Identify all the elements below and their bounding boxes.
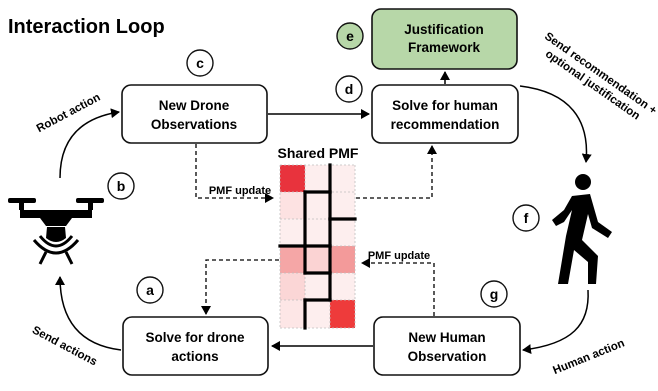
justification-framework-box: Justification Framework: [371, 8, 518, 70]
drone-icon: [8, 198, 104, 265]
human-obs-line1: New Human: [408, 330, 485, 345]
tag-b-label: b: [117, 178, 126, 194]
justification-line1: Justification: [404, 22, 484, 37]
drone-actions-box-shape: [122, 316, 269, 376]
drone-actions-line1: Solve for drone: [145, 330, 245, 345]
tag-e: e: [336, 22, 364, 50]
human-rec-box-shape: [371, 84, 519, 144]
human-rec-line1: Solve for human: [392, 98, 498, 113]
dashed-arrow-obs-to-pmf: [195, 144, 274, 203]
arrow-robot-action: [59, 108, 120, 179]
pmf-cell: [330, 273, 355, 300]
pmf-cell: [280, 246, 305, 273]
diagram-title: Interaction Loop: [8, 16, 165, 38]
dashed-arrow-pmf-to-rec: [356, 145, 437, 199]
label-human-action: Human action: [551, 337, 626, 377]
pmf-cell: [305, 219, 330, 246]
arrow-human-action: [522, 289, 589, 354]
arrow-send-recommendation: [519, 85, 592, 163]
drone-obs-line1: New Drone: [159, 98, 230, 113]
tag-e-label: e: [346, 28, 354, 44]
label-send-rec-line1: Send recommendation +: [542, 31, 658, 118]
drone-actions-line2: actions: [171, 349, 218, 364]
pmf-cell: [305, 300, 330, 328]
pmf-walls: [278, 163, 357, 330]
human-obs-line2: Observation: [408, 349, 487, 364]
pmf-cell: [330, 300, 355, 328]
label-robot-action: Robot action: [35, 92, 103, 136]
pmf-cell: [280, 219, 305, 246]
tag-d: d: [335, 75, 363, 103]
dashed-arrow-pmf-to-droneactions: [201, 259, 279, 315]
pmf-cell: [305, 273, 330, 300]
pmf-cell: [280, 165, 305, 192]
new-human-observation-box: New Human Observation: [373, 316, 521, 376]
pmf-cell: [280, 300, 305, 328]
tag-g-label: g: [490, 286, 499, 302]
pmf-cell: [280, 273, 305, 300]
solve-human-recommendation-box: Solve for human recommendation: [371, 84, 519, 144]
pmf-cell: [330, 219, 355, 246]
pmf-cell: [280, 192, 305, 219]
pmf-title: Shared PMF: [278, 145, 359, 161]
pmf-cell: [330, 246, 355, 273]
human-rec-line2: recommendation: [391, 117, 500, 132]
justification-box-shape: [371, 8, 518, 70]
label-pmf-update-left: PMF update: [209, 185, 271, 197]
new-drone-observations-box: New Drone Observations: [121, 84, 268, 144]
label-send-recommendation: Send recommendation + optional justifica…: [542, 31, 658, 123]
tag-c: c: [186, 49, 214, 77]
dashed-arrow-humanobs-to-pmf: [361, 258, 435, 316]
pmf-cell: [305, 165, 330, 192]
justification-line2: Framework: [408, 40, 481, 55]
tag-d-label: d: [345, 81, 354, 97]
solve-drone-actions-box: Solve for drone actions: [122, 316, 269, 376]
arrow-send-actions: [55, 276, 122, 351]
label-pmf-update-right: PMF update: [368, 250, 430, 262]
tag-f-label: f: [524, 210, 529, 226]
tag-a: a: [136, 276, 164, 304]
drone-obs-line2: Observations: [151, 117, 237, 132]
pmf-cell: [330, 192, 355, 219]
tag-c-label: c: [196, 55, 204, 71]
walking-person-icon: [552, 174, 612, 284]
tag-g: g: [480, 280, 508, 308]
pmf-grid: [280, 165, 355, 328]
label-send-actions: Send actions: [30, 324, 99, 368]
pmf-cell: [305, 246, 330, 273]
drone-observations-box-shape: [121, 84, 268, 144]
human-obs-box-shape: [373, 316, 521, 376]
tag-a-label: a: [146, 282, 154, 298]
pmf-cell: [330, 165, 355, 192]
tag-b: b: [107, 172, 135, 200]
tag-f: f: [512, 204, 540, 232]
pmf-cell: [305, 192, 330, 219]
